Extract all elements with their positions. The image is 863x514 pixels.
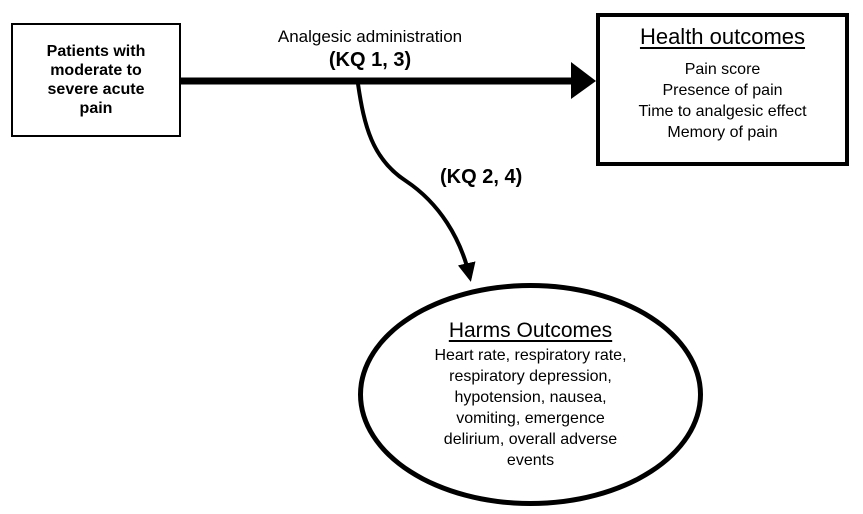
- population-box-line: pain: [79, 100, 113, 117]
- population-box-line: Patients with: [46, 43, 146, 60]
- harms-outcome-line: vomiting, emergence: [456, 410, 605, 427]
- health-outcome-item: Presence of pain: [662, 82, 783, 99]
- harms-outcome-line: respiratory depression,: [449, 368, 612, 385]
- harms-outcome-line: delirium, overall adverse: [443, 431, 618, 448]
- harms-outcomes-title: Harms Outcomes: [448, 319, 613, 342]
- population-box: Patients with moderate to severe acute p…: [11, 23, 181, 137]
- health-outcome-item: Memory of pain: [667, 124, 778, 141]
- health-outcomes-box: Health outcomes Pain score Presence of p…: [596, 13, 849, 166]
- harms-outcome-line: hypotension, nausea,: [454, 389, 607, 406]
- harms-outcome-line: events: [506, 452, 555, 469]
- health-outcome-item: Time to analgesic effect: [638, 103, 807, 120]
- population-box-line: severe acute: [47, 81, 145, 98]
- population-box-line: moderate to: [50, 62, 142, 79]
- harms-outcome-line: Heart rate, respiratory rate,: [434, 347, 627, 364]
- health-outcome-item: Pain score: [684, 61, 761, 78]
- main-arrow-kq-label: (KQ 1, 3): [328, 49, 412, 71]
- health-outcomes-title: Health outcomes: [639, 24, 806, 49]
- main-arrowhead-icon: [571, 62, 596, 99]
- harms-outcomes-ellipse: Harms Outcomes Heart rate, respiratory r…: [358, 283, 703, 506]
- harms-arrow-kq-label: (KQ 2, 4): [440, 166, 523, 188]
- main-arrow-label: Analgesic administration: [277, 27, 463, 46]
